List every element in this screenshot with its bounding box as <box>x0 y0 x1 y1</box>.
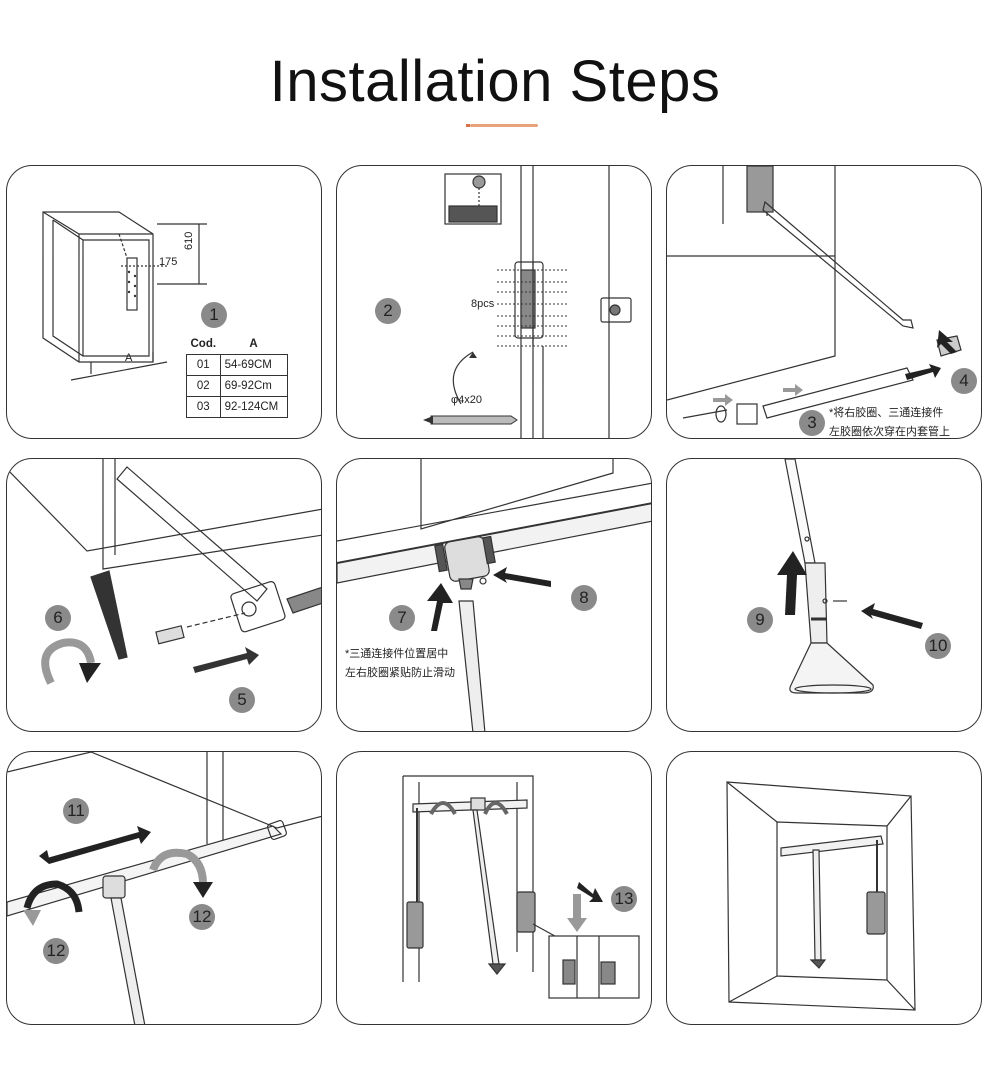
installed-wardrobe-lift-drawing <box>726 781 916 1011</box>
note-line: *三通连接件位置居中 <box>345 648 449 660</box>
step-number-badge: 3 <box>799 410 825 436</box>
table-header-cell: Cod. <box>186 334 221 355</box>
note-line: *将右胶圈、三通连接件 <box>829 407 944 419</box>
screw-count-label: 8pcs <box>471 298 495 310</box>
assembly-note: *三通连接件位置居中 左右胶圈紧贴防止滑动 <box>345 645 455 683</box>
note-line: 左右胶圈紧贴防止滑动 <box>345 667 455 679</box>
dimension-a-label: A <box>125 352 133 364</box>
step-number-badge: 8 <box>571 585 597 611</box>
step-panel-7: 11 12 12 <box>6 751 322 1025</box>
rotation-adjust-drawing <box>7 752 321 1024</box>
bracket-mounting-drawing <box>423 166 632 438</box>
step-panel-4: 6 5 <box>6 458 322 732</box>
table-row: 03 92-124CM <box>186 396 288 418</box>
step-number-badge: 11 <box>63 798 89 824</box>
step-number-badge: 5 <box>229 687 255 713</box>
step-panel-2: 8pcs φ4x20 2 <box>336 165 652 439</box>
support-foot-drawing <box>777 459 923 694</box>
table-row: 01 54-69CM <box>186 354 288 376</box>
table-cell: 03 <box>186 396 221 418</box>
dimension-610-label: 610 <box>183 231 195 250</box>
step-panel-3: 3 4 *将右胶圈、三通连接件 左胶圈依次穿在内套管上 <box>666 165 982 439</box>
page-title: Installation Steps <box>269 49 721 114</box>
step-panel-5: 7 8 *三通连接件位置居中 左右胶圈紧贴防止滑动 <box>336 458 652 732</box>
end-cap-fixing-drawing <box>7 459 321 685</box>
tube-assembly-drawing <box>667 166 962 425</box>
table-cell: 69-92Cm <box>219 375 288 397</box>
step-number-badge: 6 <box>45 605 71 631</box>
table-cell: 54-69CM <box>219 354 288 376</box>
step-panel-6: 9 10 <box>666 458 982 732</box>
assembly-note: *将右胶圈、三通连接件 左胶圈依次穿在内套管上 <box>829 404 950 438</box>
dimension-175-label: 175 <box>159 256 178 268</box>
step-number-badge: 12 <box>43 938 69 964</box>
table-cell: 02 <box>186 375 221 397</box>
title-accent-line <box>470 124 538 127</box>
note-line: 左胶圈依次穿在内套管上 <box>829 426 950 438</box>
table-row: 02 69-92Cm <box>186 375 288 397</box>
screw-size-label: φ4x20 <box>451 394 482 406</box>
step-number-badge: 7 <box>389 605 415 631</box>
table-cell: 01 <box>186 354 221 376</box>
step-number-badge: 13 <box>611 886 637 912</box>
step-number-badge: 1 <box>201 302 227 328</box>
table-header-cell: A <box>220 334 288 355</box>
step-number-badge: 9 <box>747 607 773 633</box>
step-panel-8: 13 <box>336 751 652 1025</box>
title-accent-dot <box>466 124 470 127</box>
step-number-badge: 4 <box>951 368 977 394</box>
step-number-badge: 10 <box>925 633 951 659</box>
table-cell: 92-124CM <box>219 396 288 418</box>
step-number-badge: 12 <box>189 904 215 930</box>
tee-connector-drawing <box>337 459 651 731</box>
table-header-row: Cod. A <box>186 334 288 355</box>
cabinet-dimension-drawing <box>42 211 207 381</box>
dimension-code-table: Cod. A 01 54-69CM 02 69-92Cm 03 92-124CM <box>186 334 288 418</box>
step-panel-9 <box>666 751 982 1025</box>
rail-mounting-drawing <box>402 775 640 999</box>
step-number-badge: 2 <box>375 298 401 324</box>
